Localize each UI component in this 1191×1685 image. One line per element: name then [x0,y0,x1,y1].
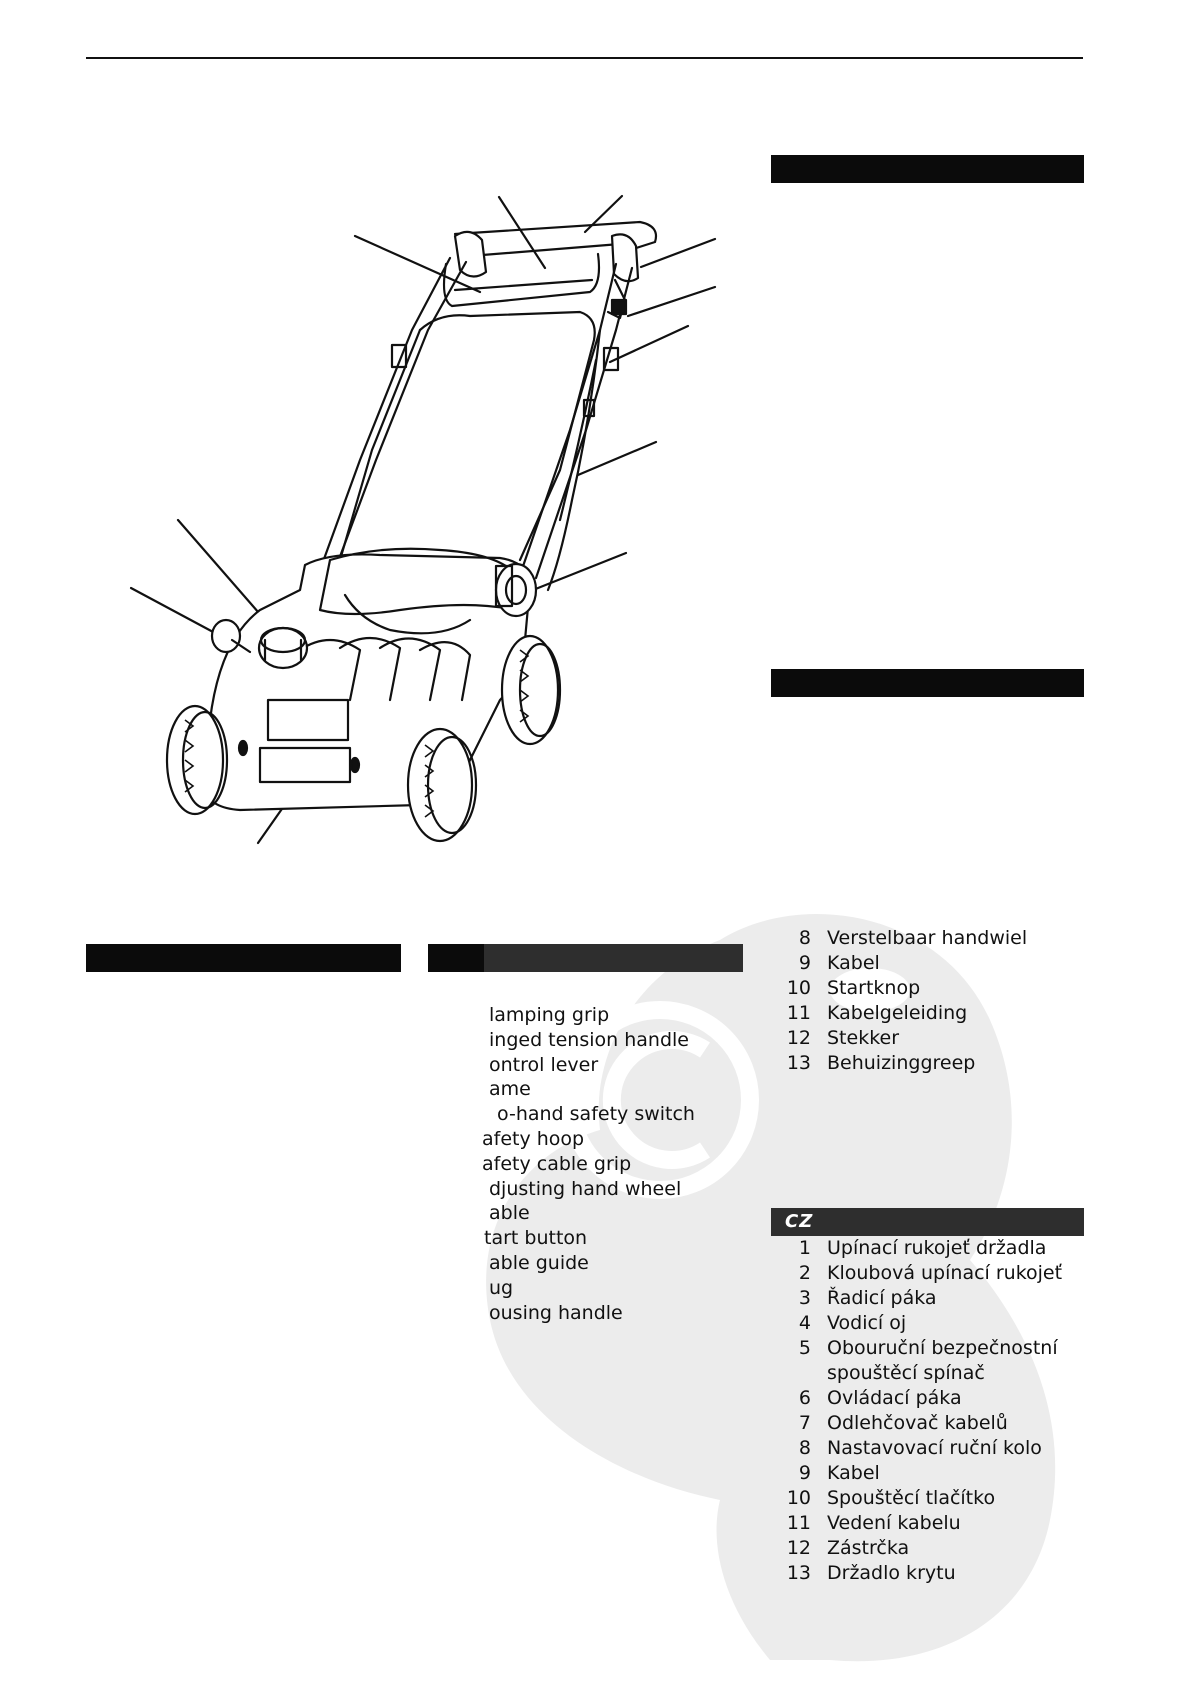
list-item: 8 Nastavovací ruční kolo [771,1436,1062,1461]
list-item: 9 Kabel [771,1461,1062,1486]
item-label: Držadlo krytu [827,1562,956,1584]
list-item: 2 Kloubová upínací rukojeť [771,1261,1062,1286]
list-item: 10 Startknop [771,976,1027,1001]
item-number: 9 [798,1462,811,1484]
english-list-item: tart button [484,1227,588,1250]
item-label: Odlehčovač kabelů [827,1412,1008,1434]
item-label: Vodicí oj [827,1312,907,1334]
item-number: 13 [786,1052,811,1074]
item-label: Zástrčka [827,1537,910,1559]
item-label: Ovládací páka [827,1387,962,1409]
english-list-item: o-hand safety switch [497,1103,695,1126]
item-number: 9 [798,952,811,974]
item-label: Upínací rukojeť držadla [827,1237,1047,1259]
item-number: 6 [798,1387,811,1409]
item-number: 13 [786,1562,811,1584]
item-number: 10 [786,1487,811,1509]
list-item: 11 Vedení kabelu [771,1511,1062,1536]
item-label: Behuizinggreep [827,1052,976,1074]
english-list-item: inged tension handle [489,1028,689,1051]
english-list-item: ontrol lever [489,1053,599,1076]
english-list-item: afety hoop [482,1127,585,1150]
item-label: Obouruční bezpečnostní [827,1337,1058,1359]
scarifier-illustration [129,194,717,845]
czech-parts-list: 1 Upínací rukojeť držadla 2 Kloubová upínac… [771,1236,1062,1586]
english-list-item: ousing handle [489,1301,623,1324]
item-label: Vedení kabelu [827,1512,961,1534]
list-item: 3 Řadicí páka [771,1286,1062,1311]
section-bar-left [86,944,401,972]
item-label: Spouštěcí tlačítko [827,1487,996,1509]
item-number: 10 [786,977,811,999]
top-rule [86,57,1083,59]
watermark-logo [486,914,1056,1662]
list-item: 10 Spouštěcí tlačítko [771,1486,1062,1511]
list-item: 13 Behuizinggreep [771,1051,1027,1076]
section-bar-top-right [771,155,1084,183]
list-item: 8 Verstelbaar handwiel [771,926,1027,951]
item-number: 2 [798,1262,811,1284]
list-item: 12 Stekker [771,1026,1027,1051]
english-list-item: lamping grip [489,1004,610,1026]
english-list-item: able [489,1202,530,1225]
item-label-continuation: spouštěcí spínač [827,1362,985,1384]
section-bar-mid-right [771,669,1084,697]
section-bar-tab [428,944,484,972]
section-bar-cz: CZ [771,1208,1084,1236]
item-label: Startknop [827,977,921,999]
item-number: 5 [798,1337,811,1359]
leader-line [497,195,547,270]
item-label: Kabel [827,1462,880,1484]
section-bar-english [428,944,743,972]
list-item: 6 Ovládací páka [771,1386,1062,1411]
list-item: 1 Upínací rukojeť držadla [771,1236,1062,1261]
item-number: 3 [798,1287,811,1309]
item-number: 12 [786,1537,811,1559]
list-item: 7 Odlehčovač kabelů [771,1411,1062,1436]
item-label: Verstelbaar handwiel [827,927,1028,949]
list-item: 5 Obouruční bezpečnostní [771,1336,1062,1361]
item-label: Kloubová upínací rukojeť [827,1262,1063,1284]
english-list-item: ame [489,1078,531,1101]
list-item: 11 Kabelgeleiding [771,1001,1027,1026]
item-number: 8 [798,1437,811,1459]
item-label: Kabel [827,952,880,974]
english-list-item: ug [489,1276,514,1299]
item-label: Nastavovací ruční kolo [827,1437,1042,1459]
list-item: 12 Zástrčka [771,1536,1062,1561]
english-list-item: afety cable grip [482,1152,632,1175]
item-number: 12 [786,1027,811,1049]
item-number: 8 [798,927,811,949]
language-label-cz: CZ [785,1211,814,1232]
item-label: Stekker [827,1027,900,1049]
list-item: 4 Vodicí oj [771,1311,1062,1336]
item-number: 11 [786,1002,811,1024]
item-label: Řadicí páka [827,1287,937,1309]
item-number: 4 [798,1312,811,1334]
english-list-item: djusting hand wheel [489,1177,682,1200]
item-number: 11 [786,1512,811,1534]
list-item: 13 Držadlo krytu [771,1561,1062,1586]
item-label: Kabelgeleiding [827,1002,968,1024]
item-number: 7 [798,1412,811,1434]
english-list-item: able guide [489,1251,589,1274]
list-item: 9 Kabel [771,951,1027,976]
item-number: 1 [798,1237,811,1259]
